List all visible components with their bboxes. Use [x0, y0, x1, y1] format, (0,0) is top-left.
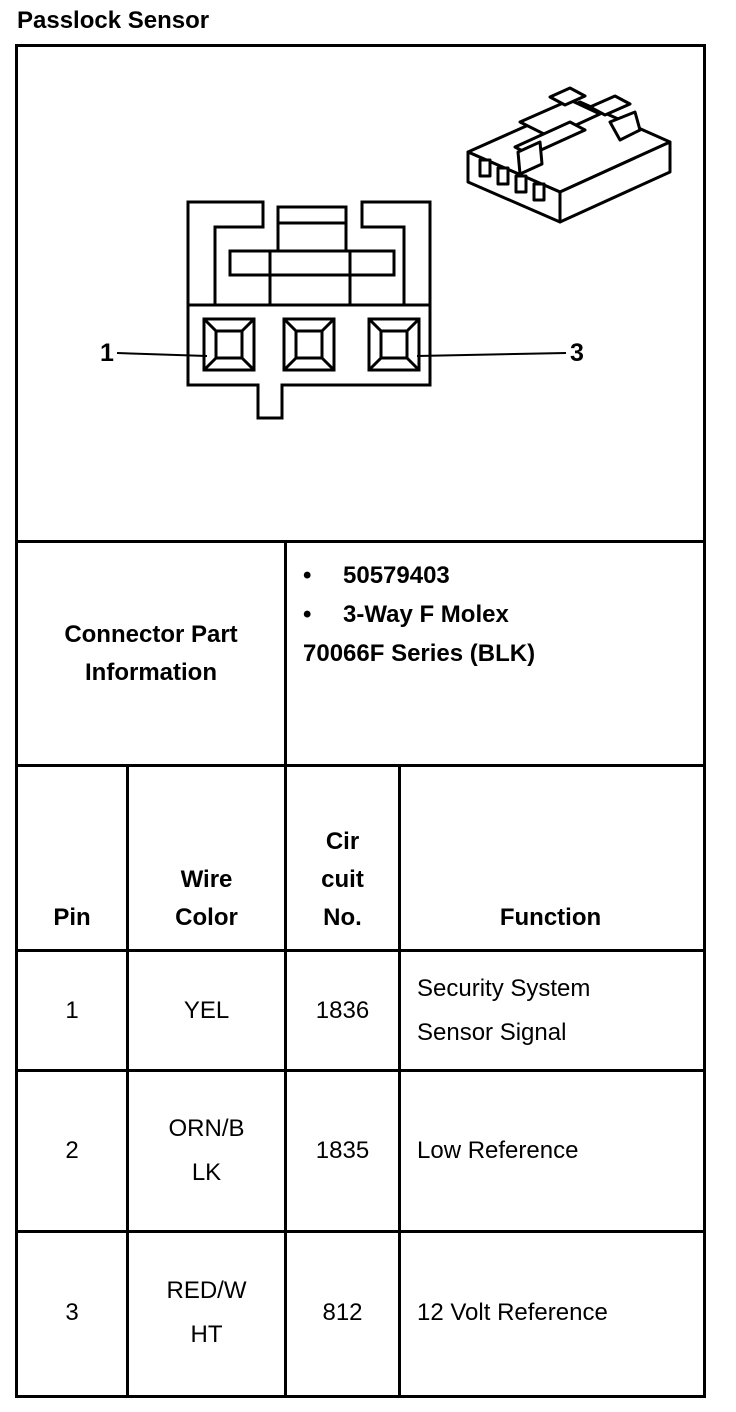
- row-1-wire-color-line1: YEL: [183, 996, 230, 1024]
- connector-part-label-line1: Connector Part: [64, 620, 238, 648]
- header-pin: Pin: [18, 767, 126, 949]
- header-circuit-line3: No.: [323, 904, 362, 931]
- header-circuit-number: Cir cuit No.: [287, 767, 398, 949]
- row-2-pin: 2: [65, 1137, 79, 1164]
- connector-part-label: Connector Part Information: [18, 543, 284, 764]
- row-3-circuit: 812: [322, 1298, 363, 1326]
- header-circuit-line2: cuit: [321, 866, 364, 893]
- connector-face-diagram: [116, 200, 567, 420]
- header-wire-color-line1: Wire: [180, 866, 233, 893]
- divider-row-2: [15, 1230, 703, 1233]
- row-2-circuit: 1835: [315, 1137, 370, 1164]
- page-title: Passlock Sensor: [17, 7, 210, 34]
- row-1-function-line2: Sensor Signal: [417, 1018, 567, 1046]
- row-3-wire-color-line2: HT: [190, 1320, 223, 1348]
- row-2-wire-color: ORN/B LK: [129, 1072, 284, 1230]
- row-2-function-line1: Low Reference: [417, 1137, 579, 1164]
- header-function-label: Function: [499, 904, 602, 931]
- divider-row-1: [15, 1069, 703, 1072]
- header-wire-color: Wire Color: [129, 767, 284, 949]
- divider-col-info: [284, 540, 287, 1395]
- divider-diagram: [15, 540, 703, 543]
- divider-col-circuit: [398, 764, 401, 1395]
- connector-part-details: • 50579403 • 3-Way F Molex 70066F Series…: [303, 556, 535, 673]
- row-2-wire-color-line2: LK: [191, 1159, 222, 1186]
- row-1-circuit: 1836: [315, 996, 370, 1024]
- connector-description-line2: 70066F Series (BLK): [303, 640, 536, 667]
- row-1-function-line1: Security System: [417, 974, 591, 1002]
- row-3-wire-color: RED/W HT: [129, 1233, 284, 1392]
- bullet-glyph: •: [303, 601, 312, 628]
- row-3-wire-color-line1: RED/W: [166, 1276, 247, 1304]
- row-1-wire-color: YEL: [129, 952, 284, 1069]
- connector-description-item: • 3-Way F Molex: [303, 595, 535, 634]
- connector-info-frame: [15, 44, 706, 1398]
- part-number-item: • 50579403: [303, 556, 535, 595]
- row-3-function: 12 Volt Reference: [417, 1233, 697, 1392]
- divider-header: [15, 949, 703, 952]
- row-1-pin: 1: [65, 996, 79, 1024]
- header-circuit-line1: Cir: [325, 828, 360, 855]
- bullet-glyph: •: [303, 562, 312, 589]
- row-1-function: Security System Sensor Signal: [417, 952, 697, 1069]
- connector-description-line1: 3-Way F Molex: [343, 601, 509, 628]
- pin-label-1: 1: [100, 339, 114, 367]
- row-2-wire-color-line1: ORN/B: [168, 1115, 245, 1142]
- part-number: 50579403: [343, 562, 450, 589]
- header-function: Function: [401, 767, 700, 949]
- header-pin-label: Pin: [53, 904, 91, 931]
- row-3-function-line1: 12 Volt Reference: [417, 1298, 608, 1326]
- header-wire-color-line2: Color: [175, 904, 238, 931]
- connector-part-label-line2: Information: [85, 658, 217, 686]
- row-2-function: Low Reference: [417, 1072, 697, 1230]
- divider-part-info: [15, 764, 703, 767]
- pin-label-3: 3: [570, 339, 584, 367]
- row-3-pin: 3: [65, 1298, 79, 1326]
- connector-3d-thumbnail: [466, 86, 672, 224]
- divider-col-pin: [126, 764, 129, 1395]
